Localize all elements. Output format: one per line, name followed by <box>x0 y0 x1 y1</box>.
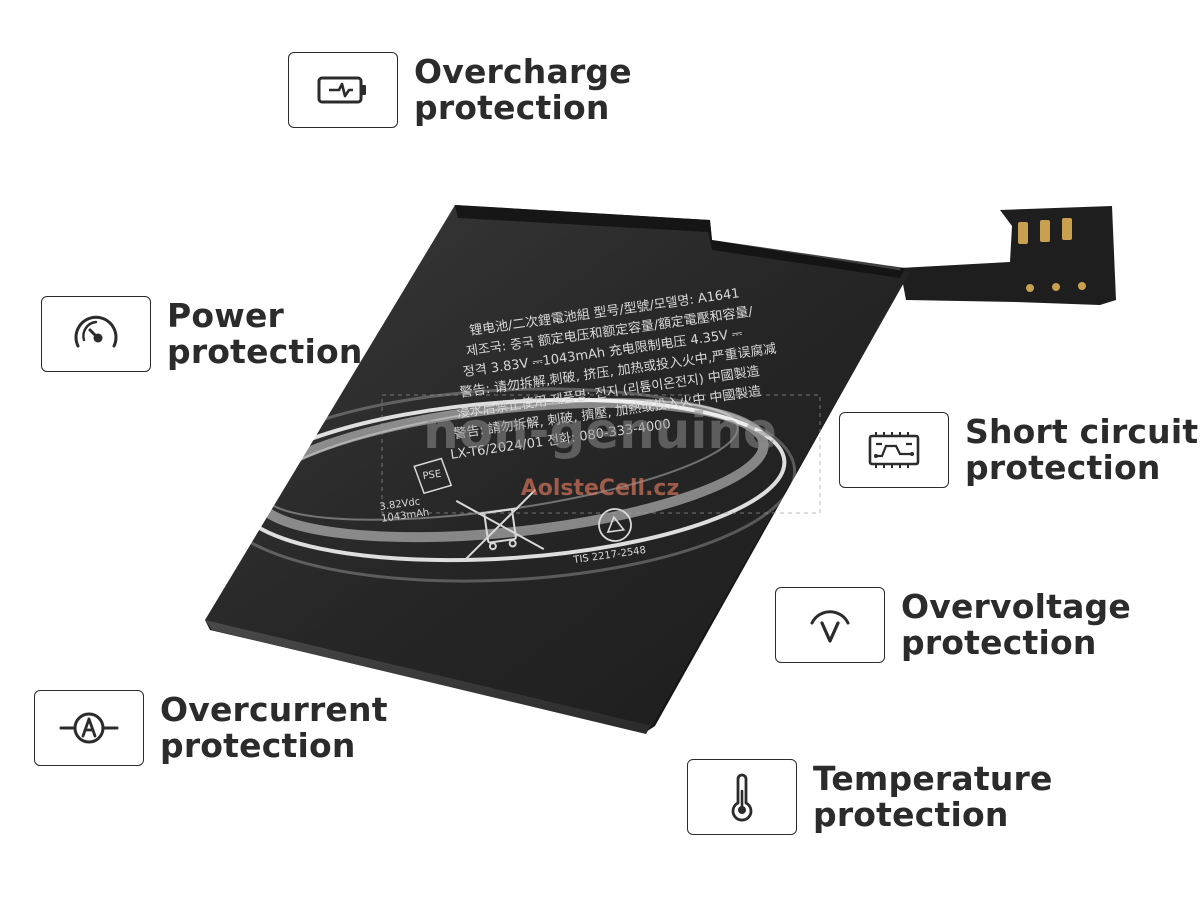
flex-cable <box>900 206 1116 305</box>
feature-subtitle: protection <box>965 448 1161 487</box>
feature-overcurrent: Overcurrent protection <box>34 690 388 766</box>
feature-label: Overcurrent protection <box>160 692 388 764</box>
crossed-bin-icon <box>455 489 545 561</box>
pse-mark: PSE <box>413 457 453 495</box>
feature-overvoltage: Overvoltage protection <box>775 587 1131 663</box>
watermark-text: non-genuine <box>423 402 777 460</box>
icon-box <box>41 296 151 372</box>
feature-subtitle: protection <box>813 795 1009 834</box>
icon-box <box>288 52 398 128</box>
icon-box <box>687 759 797 835</box>
watermark: non-genuine AolsteCell.cz <box>381 394 821 514</box>
voltage-v-icon <box>810 610 850 643</box>
feature-title: Short circuit <box>965 412 1199 451</box>
circuit-icon <box>868 432 920 468</box>
feature-label: Short circuit protection <box>965 414 1198 486</box>
feature-label: Overcharge protection <box>414 54 632 126</box>
feature-subtitle: protection <box>160 726 356 765</box>
feature-temperature: Temperature protection <box>687 759 1053 835</box>
thermometer-icon <box>731 773 753 822</box>
feature-power: Power protection <box>41 296 363 372</box>
feature-subtitle: protection <box>167 332 363 371</box>
gauge-icon <box>74 315 118 348</box>
feature-subtitle: protection <box>901 623 1097 662</box>
feature-title: Power <box>167 296 284 335</box>
pse-text: PSE <box>422 469 442 482</box>
feature-subtitle: protection <box>414 88 610 127</box>
feature-title: Temperature <box>813 759 1053 798</box>
battery-body <box>205 205 910 726</box>
feature-label: Overvoltage protection <box>901 589 1131 661</box>
icon-box <box>839 412 949 488</box>
feature-label: Power protection <box>167 298 363 370</box>
watermark-site: AolsteCell.cz <box>521 476 680 501</box>
ammeter-icon <box>59 712 119 744</box>
icon-box <box>775 587 885 663</box>
feature-title: Overcharge <box>414 52 632 91</box>
battery-bolt-icon <box>317 76 366 104</box>
feature-title: Overvoltage <box>901 587 1131 626</box>
feature-label: Temperature protection <box>813 761 1053 833</box>
icon-box <box>34 690 144 766</box>
feature-overcharge: Overcharge protection <box>288 52 632 128</box>
feature-short-circuit: Short circuit protection <box>839 412 1198 488</box>
feature-title: Overcurrent <box>160 690 388 729</box>
